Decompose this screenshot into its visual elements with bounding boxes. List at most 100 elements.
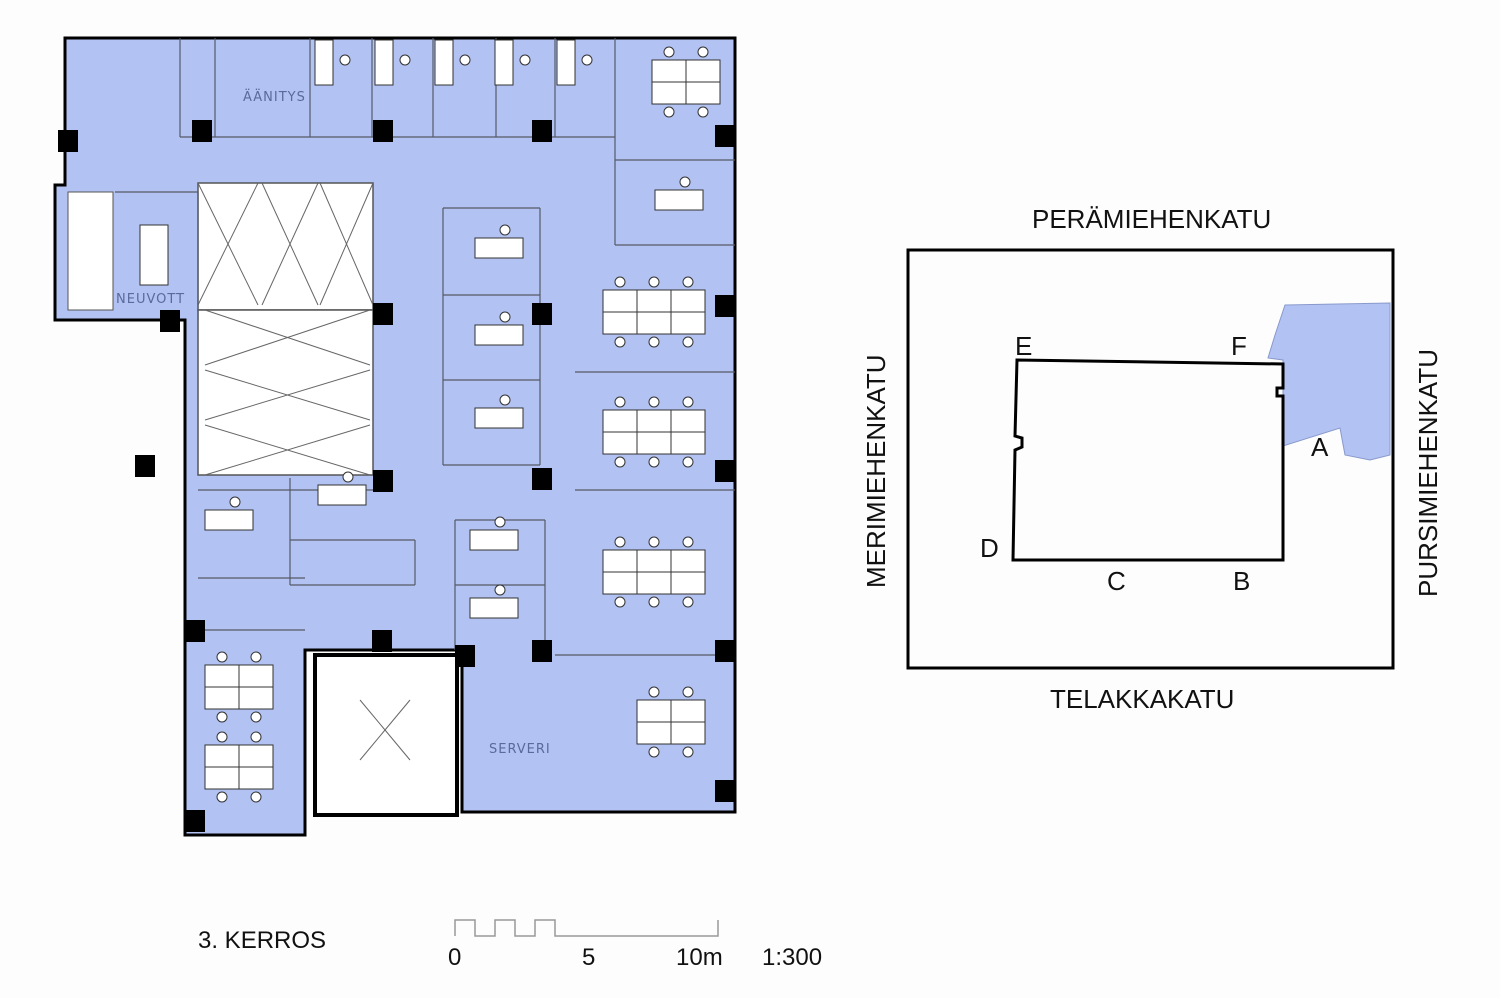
desk [685, 59, 721, 83]
block-outline [906, 248, 1395, 670]
chair [682, 396, 694, 408]
core-cross-line [197, 182, 259, 306]
chair [229, 496, 241, 508]
desk [204, 664, 240, 688]
core-cross-line [204, 424, 371, 476]
point-c: C [1107, 566, 1126, 596]
chair [648, 396, 660, 408]
chair [499, 311, 511, 323]
structural-column [532, 120, 552, 142]
shelf [314, 39, 334, 86]
chair [648, 596, 660, 608]
chair [648, 686, 660, 698]
desk [238, 744, 274, 768]
chair [682, 276, 694, 288]
chair [250, 651, 262, 663]
desk [204, 686, 240, 710]
desk [654, 189, 704, 211]
desk [636, 409, 672, 433]
shelf [556, 39, 576, 86]
point-d: D [980, 533, 999, 563]
chair [216, 651, 228, 663]
chair [581, 54, 593, 66]
chair [399, 54, 411, 66]
meeting-table [139, 224, 169, 286]
core-cross-line [319, 182, 374, 306]
chair [648, 336, 660, 348]
chair [682, 456, 694, 468]
chair [342, 471, 354, 483]
chair [499, 394, 511, 406]
chair [494, 584, 506, 596]
desk [602, 571, 638, 595]
elevator-core [197, 182, 374, 311]
desk [636, 699, 672, 723]
street-south: TELAKKAKATU [1050, 684, 1234, 714]
scale-bar: 0 5 10m 1:300 [448, 919, 822, 971]
desk [670, 699, 706, 723]
chair [216, 711, 228, 723]
point-f: F [1231, 331, 1247, 361]
chair [614, 456, 626, 468]
room-label-recording: ÄÄNITYS [243, 89, 306, 105]
shelf [494, 39, 514, 86]
desk [636, 289, 672, 313]
chair [614, 596, 626, 608]
chair [697, 46, 709, 58]
chair [648, 276, 660, 288]
structural-column [192, 120, 212, 142]
chair [648, 536, 660, 548]
chair [682, 536, 694, 548]
desk [636, 571, 672, 595]
point-b: B [1233, 566, 1250, 596]
desk [238, 766, 274, 790]
desk [670, 311, 706, 335]
desk [670, 549, 706, 573]
room-label-meeting: NEUVOTT [116, 292, 185, 307]
scale-label-5: 5 [582, 944, 595, 971]
chair [679, 176, 691, 188]
structural-column [532, 468, 552, 490]
desk [469, 597, 519, 619]
desk [204, 744, 240, 768]
highlighted-wing [1267, 302, 1391, 461]
desk [670, 289, 706, 313]
desk [602, 289, 638, 313]
desk [204, 766, 240, 790]
chair [614, 336, 626, 348]
structural-column [58, 130, 78, 152]
structural-column [372, 630, 392, 652]
floor-plan: ÄÄNITYS NEUVOTT SERVERI [53, 36, 737, 837]
chair [663, 46, 675, 58]
structural-column [715, 640, 735, 662]
desk [469, 529, 519, 551]
structural-column [373, 303, 393, 325]
desk [670, 431, 706, 455]
courtyard-outline [1011, 358, 1285, 562]
core-cross-line [261, 182, 319, 306]
desk [602, 311, 638, 335]
desk [636, 431, 672, 455]
shelf [374, 39, 394, 86]
desk [685, 81, 721, 105]
structural-column [715, 460, 735, 482]
chair [682, 336, 694, 348]
chair [494, 516, 506, 528]
desk [602, 549, 638, 573]
chair [614, 396, 626, 408]
desk [602, 409, 638, 433]
desk [670, 409, 706, 433]
street-north: PERÄMIEHENKATU [1032, 204, 1271, 234]
structural-column [715, 780, 735, 802]
stair-core-south [313, 653, 459, 817]
core-cross-line [359, 699, 411, 761]
desk [636, 311, 672, 335]
structural-column [135, 455, 155, 477]
structural-column [532, 303, 552, 325]
site-map: PERÄMIEHENKATU TELAKKAKATU MERIMIEHENKAT… [861, 204, 1443, 714]
desk [238, 686, 274, 710]
desk [474, 407, 524, 429]
core-cross-line [204, 309, 371, 366]
desk [474, 324, 524, 346]
